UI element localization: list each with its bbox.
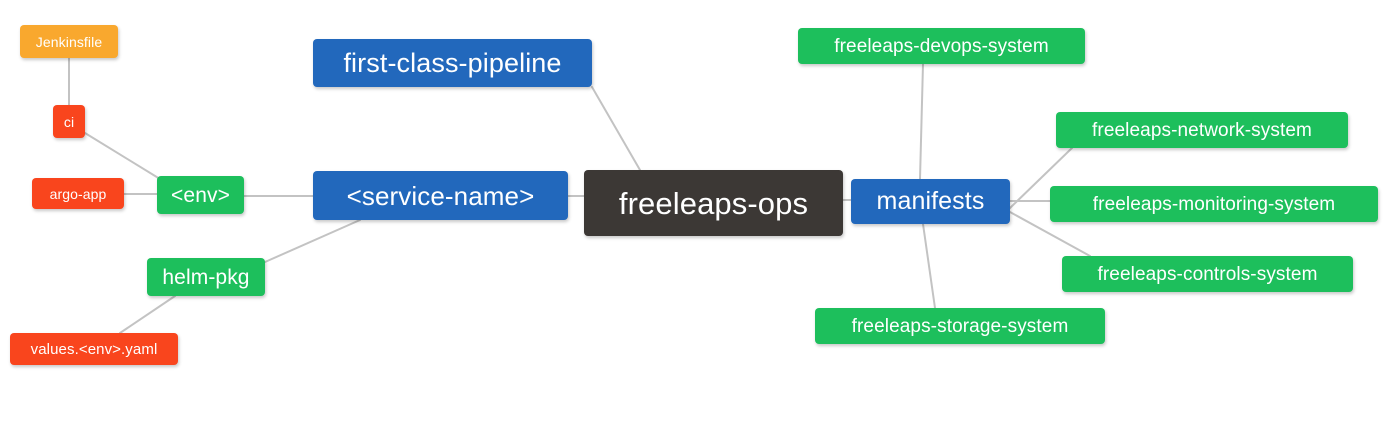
node-freeleaps-network-system[interactable]: freeleaps-network-system (1056, 112, 1348, 148)
node-manifests[interactable]: manifests (851, 179, 1010, 224)
node-first-class-pipeline[interactable]: first-class-pipeline (313, 39, 592, 87)
node-jenkinsfile[interactable]: Jenkinsfile (20, 25, 118, 58)
edge-helm-pkg-to-values-env-yaml (119, 295, 176, 334)
edge-manifests-to-freeleaps-devops-system (919, 63, 924, 180)
edge-first-class-pipeline-to-freeleaps-ops (591, 86, 641, 171)
edge-manifests-to-freeleaps-storage-system (922, 223, 936, 309)
node-ci[interactable]: ci (53, 105, 85, 138)
node-values-env-yaml[interactable]: values.<env>.yaml (10, 333, 178, 365)
node-freeleaps-ops[interactable]: freeleaps-ops (584, 170, 843, 236)
edge-env-to-ci (84, 132, 161, 180)
edge-service-name-to-helm-pkg (264, 219, 361, 263)
node-env[interactable]: <env> (157, 176, 244, 214)
node-freeleaps-monitoring-system[interactable]: freeleaps-monitoring-system (1050, 186, 1378, 222)
node-freeleaps-devops-system[interactable]: freeleaps-devops-system (798, 28, 1085, 64)
node-helm-pkg[interactable]: helm-pkg (147, 258, 265, 296)
node-freeleaps-storage-system[interactable]: freeleaps-storage-system (815, 308, 1105, 344)
node-service-name[interactable]: <service-name> (313, 171, 568, 220)
node-argo-app[interactable]: argo-app (32, 178, 124, 209)
node-freeleaps-controls-system[interactable]: freeleaps-controls-system (1062, 256, 1353, 292)
